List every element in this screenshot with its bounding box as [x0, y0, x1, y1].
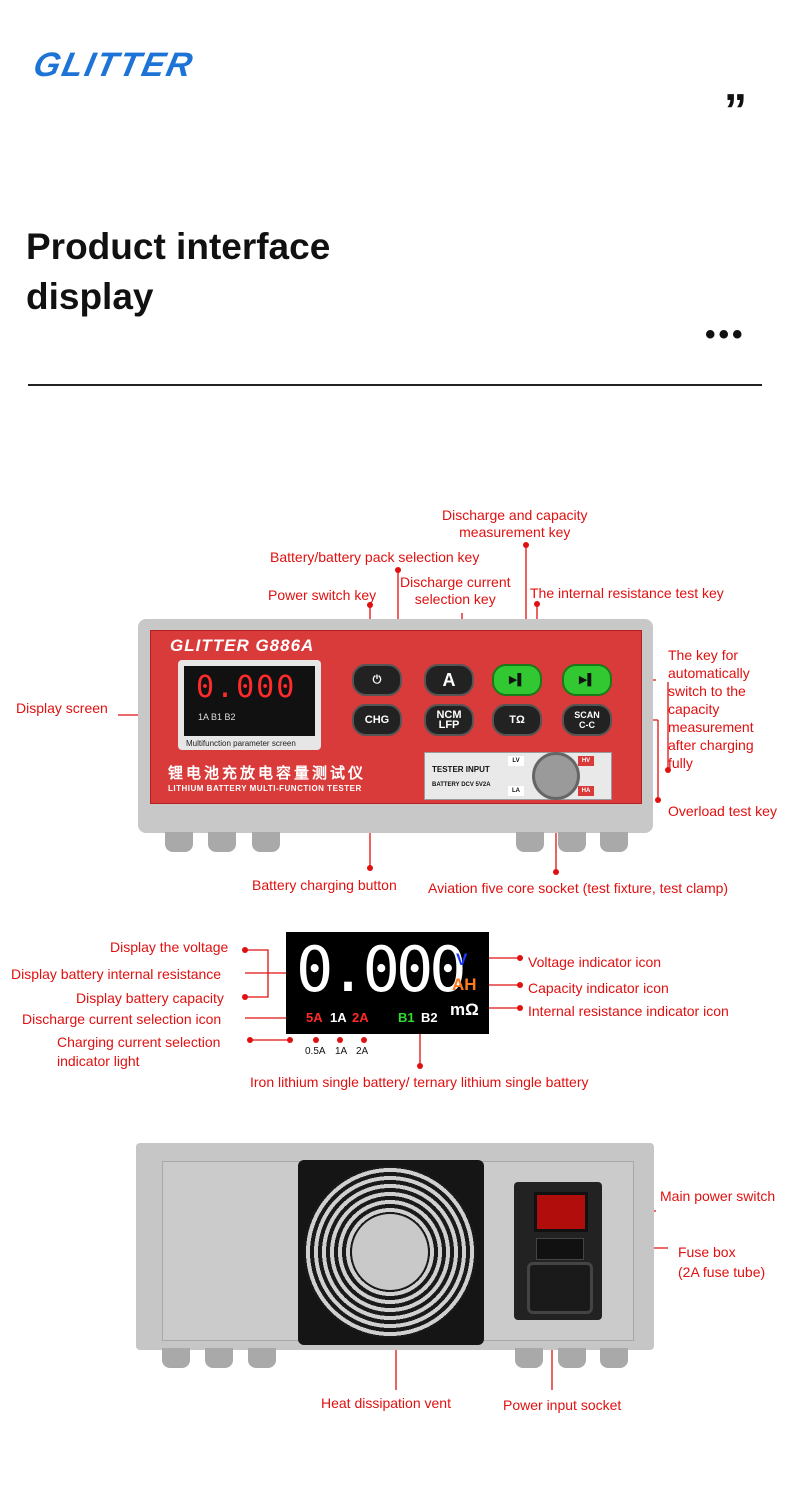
display-digits: 0.000 [296, 933, 467, 1006]
label-discharge-key: Discharge and capacity measurement key [442, 507, 588, 540]
label-capacity-icon: Capacity indicator icon [528, 980, 669, 996]
fuse-box[interactable] [536, 1238, 584, 1260]
charge-current-05a: 0.5A [305, 1046, 326, 1057]
device-foot [516, 832, 544, 852]
capacity-unit-icon: AH [452, 975, 477, 994]
current-5a: 5A [306, 1010, 323, 1025]
label-charging-light: Charging current selection indicator lig… [57, 1034, 221, 1069]
charge-current-1a: 1A [335, 1046, 348, 1057]
voltage-unit-icon: V [456, 950, 468, 969]
label-voltage: Display the voltage [110, 939, 229, 955]
screen-caption: Multifunction parameter screen [186, 739, 296, 748]
divider [28, 384, 762, 386]
chinese-title: 锂电池充放电容量测试仪 [168, 765, 367, 782]
aviation-socket[interactable] [532, 752, 580, 800]
socket-subtitle: BATTERY DCV 5V2A [432, 782, 491, 788]
label-power-switch: Power switch key [268, 587, 377, 603]
tag-la: LA [508, 786, 524, 796]
label-vent: Heat dissipation vent [321, 1395, 451, 1411]
overload-button[interactable]: SCAN C-C [562, 704, 612, 736]
device-foot [165, 832, 193, 852]
label-auto-switch: The key for automatically switch to the … [668, 647, 754, 771]
more-icon[interactable]: ••• [705, 318, 746, 351]
label-aviation-socket: Aviation five core socket (test fixture,… [428, 880, 729, 896]
current-1a: 1A [330, 1010, 347, 1025]
power-input-socket[interactable] [527, 1262, 593, 1314]
label-main-switch: Main power switch [660, 1188, 776, 1204]
device-foot [558, 832, 586, 852]
battery-b1: B1 [398, 1010, 415, 1025]
device-foot [205, 1348, 233, 1368]
current-2a: 2A [352, 1010, 369, 1025]
label-fuse-box: Fuse box (2A fuse tube) [678, 1244, 766, 1280]
device-foot [558, 1348, 586, 1368]
resistance-button[interactable]: TΩ [492, 704, 542, 736]
label-overload: Overload test key [668, 803, 777, 819]
device-foot [515, 1348, 543, 1368]
discharge-button[interactable]: ▶▌ [492, 664, 542, 696]
current-button[interactable]: A [424, 664, 474, 696]
label-battery-select: Battery/battery pack selection key [270, 549, 480, 565]
device-foot [252, 832, 280, 852]
label-discharge-icon: Discharge current selection icon [22, 1011, 222, 1027]
charge-current-2a: 2A [356, 1046, 369, 1057]
label-power-socket: Power input socket [503, 1397, 622, 1413]
battery-select-button[interactable]: NCM LFP [424, 704, 474, 736]
tag-ha: HA [578, 786, 594, 796]
device-foot [600, 832, 628, 852]
label-resistance: Display battery internal resistance [11, 966, 222, 982]
device-foot [208, 832, 236, 852]
tag-lv: LV [508, 756, 524, 766]
page-title-line2: display [26, 276, 154, 317]
device-foot [162, 1348, 190, 1368]
device-foot [600, 1348, 628, 1368]
page-title: Product interface display [26, 222, 330, 322]
label-ir-test: The internal resistance test key [530, 585, 724, 601]
power-button[interactable]: ⏻ [352, 664, 402, 696]
label-battery-type: Iron lithium single battery/ ternary lit… [250, 1074, 589, 1090]
lcd-screen [184, 666, 315, 736]
charge-button[interactable]: CHG [352, 704, 402, 736]
label-voltage-icon: Voltage indicator icon [528, 954, 662, 970]
device-foot [248, 1348, 276, 1368]
resistance-unit-icon: mΩ [450, 1000, 479, 1019]
socket-title: TESTER INPUT [432, 765, 490, 774]
battery-b2: B2 [421, 1010, 438, 1025]
tag-hv: HV [578, 756, 594, 766]
display-closeup [286, 932, 489, 1034]
label-display-screen: Display screen [16, 700, 108, 716]
label-capacity: Display battery capacity [76, 990, 224, 1006]
lcd-indicators: 1A B1 B2 [198, 712, 236, 722]
model-name: GLITTER G886A [170, 636, 315, 655]
auto-capacity-button[interactable]: ▶▌ [562, 664, 612, 696]
label-charging-button: Battery charging button [252, 877, 397, 893]
page-title-line1: Product interface [26, 226, 331, 267]
lcd-value: 0.000 [196, 670, 297, 705]
main-power-switch[interactable] [534, 1192, 588, 1232]
english-title: LITHIUM BATTERY MULTI-FUNCTION TESTER [168, 784, 362, 793]
fan-hub [352, 1214, 428, 1290]
label-ir-icon: Internal resistance indicator icon [528, 1003, 729, 1019]
label-current-select: Discharge current selection key [400, 574, 511, 607]
